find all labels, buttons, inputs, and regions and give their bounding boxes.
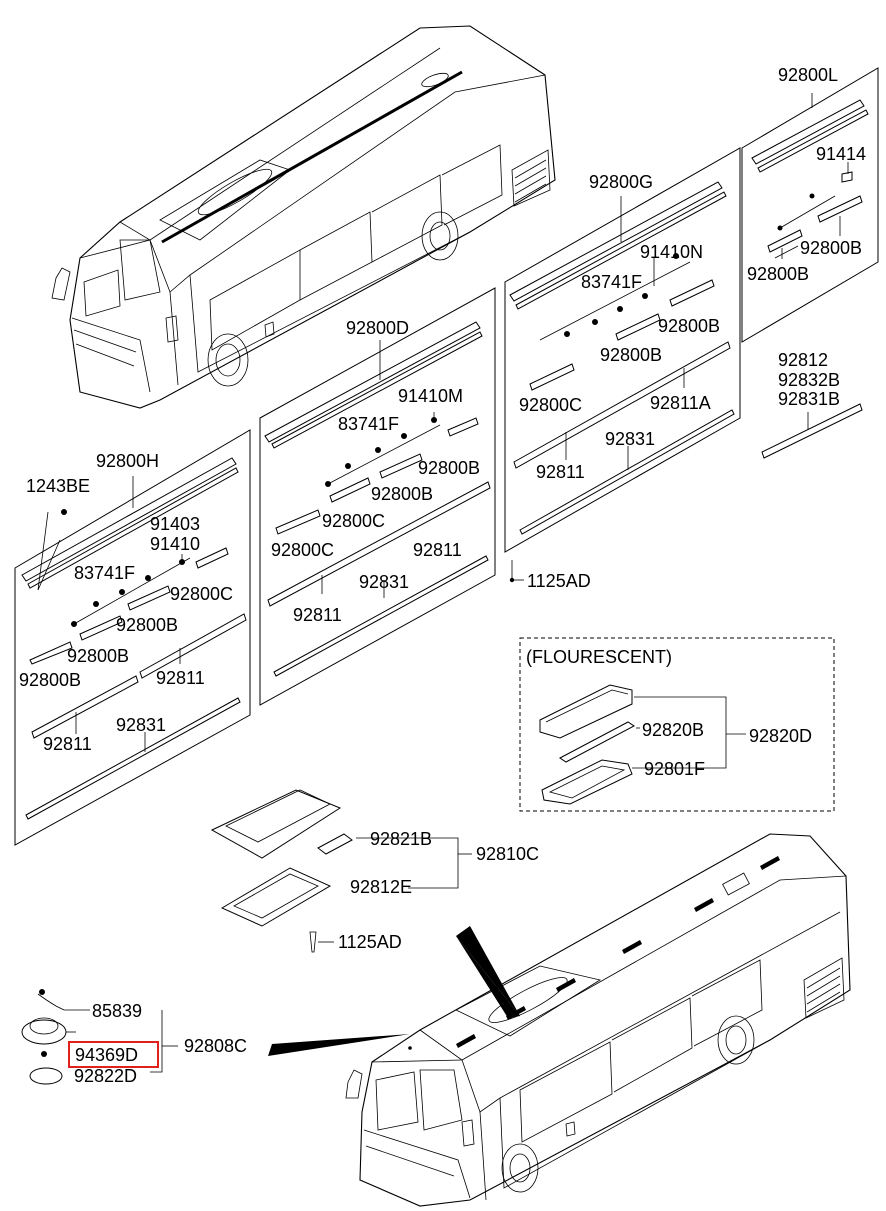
- label-92811-d1: 92811: [413, 540, 462, 560]
- panel-92800D: [259, 287, 496, 706]
- label-92800D: 92800D: [346, 318, 409, 338]
- label-92832B: 92832B: [778, 370, 840, 390]
- label-92800G: 92800G: [589, 172, 653, 192]
- label-92810C: 92810C: [476, 844, 539, 864]
- label-92800C-g: 92800C: [519, 395, 582, 415]
- bottom-bus-illustration: [345, 833, 851, 1207]
- panel-92800L: [741, 67, 879, 343]
- label-92812E: 92812E: [350, 877, 412, 897]
- label-83741F-h: 83741F: [74, 563, 135, 583]
- label-92811-d2: 92811: [293, 605, 342, 625]
- label-92800B-h2: 92800B: [67, 646, 129, 666]
- label-92800B-r2: 92800B: [747, 264, 809, 284]
- label-92821B: 92821B: [370, 829, 432, 849]
- label-92800C-h: 92800C: [170, 584, 233, 604]
- label-92800L: 92800L: [778, 65, 838, 85]
- label-92831-h: 92831: [116, 715, 166, 735]
- label-92811-h1: 92811: [156, 668, 205, 688]
- label-94369D: 94369D: [75, 1045, 138, 1065]
- panel-92810C-group: [210, 789, 472, 953]
- label-92800B-g1: 92800B: [658, 316, 720, 336]
- highlight-box: [68, 1041, 159, 1068]
- label-92820D: 92820D: [749, 726, 812, 746]
- label-91410N: 91410N: [640, 242, 703, 262]
- part-labels: 92800L 91414 92800B 92800B 92812 92832B …: [19, 65, 866, 1086]
- label-92800B-g2: 92800B: [600, 345, 662, 365]
- label-91410: 91410: [150, 534, 200, 554]
- label-92800B-r1: 92800B: [800, 238, 862, 258]
- leader-1125AD-top: [509, 560, 524, 583]
- label-92801F: 92801F: [644, 759, 705, 779]
- top-bus-illustration: [51, 25, 556, 409]
- label-92831-g: 92831: [605, 429, 655, 449]
- label-92800B-d1: 92800B: [418, 458, 480, 478]
- label-92811A: 92811A: [650, 393, 711, 413]
- label-92800B-d2: 92800B: [371, 484, 433, 504]
- label-91410M: 91410M: [398, 386, 463, 406]
- label-92831B: 92831B: [778, 389, 840, 409]
- dome-lamp-group: [21, 989, 410, 1085]
- label-83741F-g: 83741F: [581, 272, 642, 292]
- label-83741F-d: 83741F: [338, 414, 399, 434]
- panel-92800H: [14, 429, 251, 846]
- label-92811-g: 92811: [536, 462, 585, 482]
- label-1243BE: 1243BE: [26, 476, 90, 496]
- label-92800C-d1: 92800C: [322, 511, 385, 531]
- label-91414: 91414: [816, 144, 866, 164]
- label-92800C-d2: 92800C: [271, 540, 334, 560]
- label-92822D: 92822D: [74, 1066, 137, 1086]
- label-92820B: 92820B: [642, 720, 704, 740]
- label-92800B-h1: 92800B: [116, 615, 178, 635]
- label-1125AD-top: 1125AD: [527, 571, 591, 591]
- label-92831-d: 92831: [359, 572, 409, 592]
- label-85839: 85839: [92, 1001, 142, 1021]
- panel-92800G: [504, 147, 741, 553]
- label-flourescent-group: (FLOURESCENT): [526, 647, 672, 667]
- label-92812: 92812: [778, 350, 828, 370]
- flourescent-group: [519, 637, 835, 812]
- label-92800H: 92800H: [96, 451, 159, 471]
- label-92811-h2: 92811: [43, 734, 92, 754]
- label-91403: 91403: [150, 514, 200, 534]
- label-92808C: 92808C: [184, 1036, 247, 1056]
- label-92800B-h3: 92800B: [19, 670, 81, 690]
- strip-92812: [761, 403, 863, 459]
- label-1125AD-mid: 1125AD: [338, 932, 402, 952]
